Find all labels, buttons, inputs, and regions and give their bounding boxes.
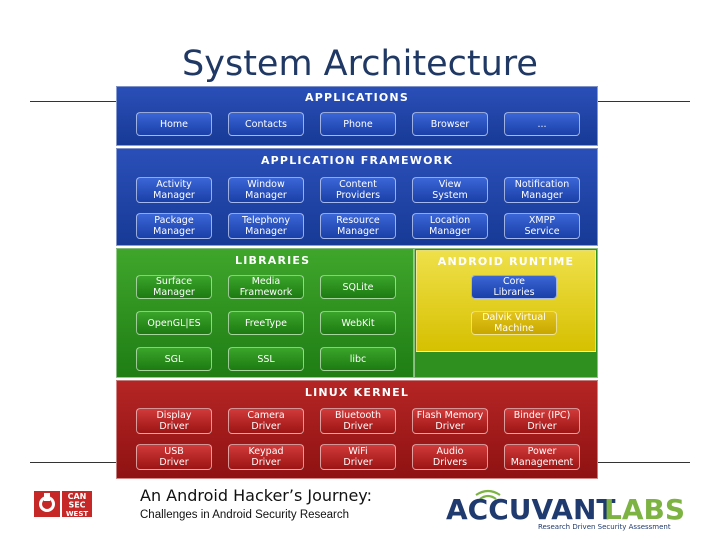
ker-flash-memory-driver-box: Flash Memory Driver: [412, 408, 488, 434]
fw-notification-manager-box: Notification Manager: [504, 177, 580, 203]
fw-activity-manager-box: Activity Manager: [136, 177, 212, 203]
runtime-layer: Android Runtime Core Libraries Dalvik Vi…: [416, 250, 596, 352]
lib-sqlite-box: SQLite: [320, 275, 396, 299]
fw-location-manager-box: Location Manager: [412, 213, 488, 239]
lib-surface-manager-box: Surface Manager: [136, 275, 212, 299]
fw-package-manager-box: Package Manager: [136, 213, 212, 239]
app-contacts-box: Contacts: [228, 112, 304, 136]
lib-webkit-box: WebKit: [320, 311, 396, 335]
fw-view-system-box: View System: [412, 177, 488, 203]
ker-bluetooth-driver-box: Bluetooth Driver: [320, 408, 396, 434]
app-home-box: Home: [136, 112, 212, 136]
svg-text:CAN: CAN: [68, 492, 87, 501]
slide-title: System Architecture: [182, 44, 538, 84]
ker-display-driver-box: Display Driver: [136, 408, 212, 434]
runtime-header: Android Runtime: [437, 255, 575, 268]
ker-usb-driver-box: USB Driver: [136, 444, 212, 470]
svg-text:WEST: WEST: [66, 510, 89, 518]
ker-wifi-driver-box: WiFi Driver: [320, 444, 396, 470]
lib-media-framework-box: Media Framework: [228, 275, 304, 299]
kernel-header: Linux Kernel: [304, 386, 410, 399]
presentation-subtitle: Challenges in Android Security Research: [140, 509, 350, 521]
accuvant-labs-logo: ACCUVANT LABS Research Driven Security A…: [446, 489, 685, 531]
kernel-layer: Linux Kernel Display Driver Camera Drive…: [116, 380, 598, 479]
libraries-layer: Libraries Surface Manager Media Framewor…: [116, 248, 414, 378]
app-phone-box: Phone: [320, 112, 396, 136]
lib-ssl-box: SSL: [228, 347, 304, 371]
lib-opengl-box: OpenGL|ES: [136, 311, 212, 335]
fw-window-manager-box: Window Manager: [228, 177, 304, 203]
presentation-title: An Android Hacker’s Journey:: [140, 486, 372, 505]
ker-audio-drivers-box: Audio Drivers: [412, 444, 488, 470]
fw-content-providers-box: Content Providers: [320, 177, 396, 203]
rt-dalvik-vm-box: Dalvik Virtual Machine: [471, 311, 557, 335]
applications-header: Applications: [305, 91, 409, 104]
fw-xmpp-service-box: XMPP Service: [504, 213, 580, 239]
ker-power-management-box: Power Management: [504, 444, 580, 470]
framework-layer: Application Framework Activity Manager W…: [116, 148, 598, 246]
app-browser-box: Browser: [412, 112, 488, 136]
svg-text:LABS: LABS: [604, 493, 685, 526]
svg-text:SEC: SEC: [68, 501, 85, 510]
app-more-box: ...: [504, 112, 580, 136]
ker-camera-driver-box: Camera Driver: [228, 408, 304, 434]
svg-text:ACCUVANT: ACCUVANT: [446, 493, 615, 526]
libraries-header: Libraries: [235, 254, 311, 267]
lib-sgl-box: SGL: [136, 347, 212, 371]
rt-core-libraries-box: Core Libraries: [471, 275, 557, 299]
svg-text:Research Driven Security Asses: Research Driven Security Assessment: [538, 523, 671, 531]
lib-libc-box: libc: [320, 347, 396, 371]
lib-freetype-box: FreeType: [228, 311, 304, 335]
applications-layer: Applications Home Contacts Phone Browser…: [116, 86, 598, 146]
framework-header: Application Framework: [260, 154, 454, 167]
ker-keypad-driver-box: Keypad Driver: [228, 444, 304, 470]
cansecwest-logo: CAN SEC WEST: [34, 491, 92, 518]
fw-telephony-manager-box: Telephony Manager: [228, 213, 304, 239]
fw-resource-manager-box: Resource Manager: [320, 213, 396, 239]
ker-binder-ipc-driver-box: Binder (IPC) Driver: [504, 408, 580, 434]
android-architecture-diagram: Applications Home Contacts Phone Browser…: [116, 86, 598, 479]
